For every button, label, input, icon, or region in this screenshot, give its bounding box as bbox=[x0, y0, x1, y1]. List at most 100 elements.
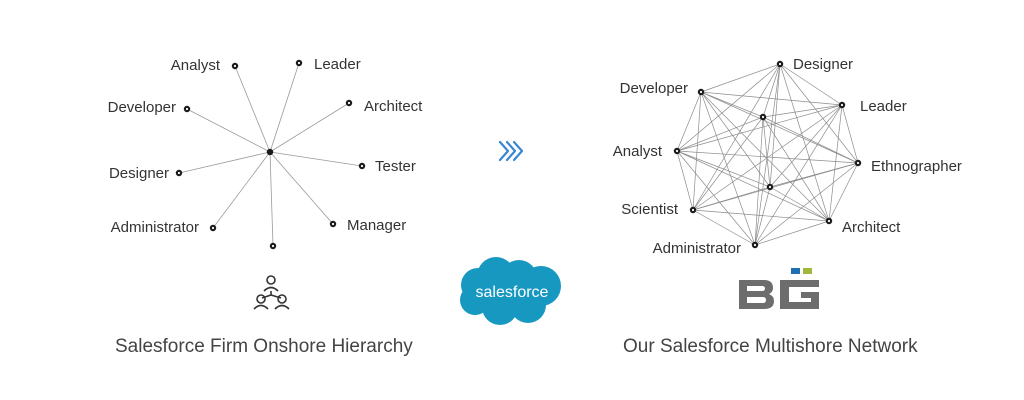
network-edge-8-9 bbox=[762, 116, 771, 188]
hierarchy-label-tester: Tester bbox=[375, 158, 416, 175]
hierarchy-node-dot-designer bbox=[177, 171, 181, 175]
hierarchy-label-manager: Manager bbox=[347, 217, 406, 234]
hierarchy-label-leader: Leader bbox=[314, 56, 361, 73]
network-edge-0-6 bbox=[692, 63, 781, 211]
hierarchy-edge-tester bbox=[269, 151, 363, 167]
hierarchy-edge-administrator bbox=[212, 151, 271, 229]
network-edge-2-3 bbox=[700, 91, 859, 164]
network-caption: Our Salesforce Multishore Network bbox=[623, 336, 918, 357]
network-label-designer: Designer bbox=[793, 56, 853, 73]
hierarchy-node-dot-manager bbox=[331, 222, 335, 226]
network-label-scientist: Scientist bbox=[621, 201, 679, 218]
network-node-dot-designer bbox=[778, 62, 782, 66]
network-edges bbox=[676, 63, 859, 246]
network-node-dot-administrator bbox=[753, 243, 757, 247]
hierarchy-node-dot-unlabeled-8 bbox=[271, 244, 275, 248]
network-edge-5-8 bbox=[762, 116, 830, 222]
network-edge-2-8 bbox=[700, 91, 764, 118]
network-edge-2-6 bbox=[692, 91, 702, 211]
network-label-ethnographer: Ethnographer bbox=[871, 158, 962, 175]
network-edge-3-7 bbox=[754, 162, 859, 246]
network-edge-7-9 bbox=[754, 186, 771, 246]
hierarchy-node-dot-developer bbox=[185, 107, 189, 111]
network-edge-1-3 bbox=[841, 104, 859, 164]
network-edge-7-8 bbox=[754, 116, 764, 246]
network-node-dot-unlabeled-8 bbox=[761, 115, 765, 119]
network-edge-4-6 bbox=[676, 150, 694, 211]
hierarchy-edges bbox=[178, 62, 363, 247]
network-edge-0-8 bbox=[762, 63, 781, 118]
hierarchy-edge-developer bbox=[186, 108, 271, 153]
hierarchy-hub-node bbox=[266, 148, 274, 156]
network-label-analyst: Analyst bbox=[613, 143, 663, 160]
network-edge-6-8 bbox=[692, 116, 764, 211]
hierarchy-node-dot-leader bbox=[297, 61, 301, 65]
network-edge-1-8 bbox=[762, 104, 843, 118]
network-edge-4-8 bbox=[676, 116, 764, 152]
org-chart-icon bbox=[253, 275, 290, 310]
hierarchy-label-analyst: Analyst bbox=[171, 57, 221, 74]
hierarchy-label-administrator: Administrator bbox=[111, 219, 199, 236]
network-node-dot-unlabeled-9 bbox=[768, 185, 772, 189]
chevron-triple-right-icon bbox=[498, 140, 524, 162]
network-edge-1-4 bbox=[676, 104, 843, 152]
salesforce-logo-text: salesforce bbox=[476, 284, 549, 301]
hierarchy-node-dot-analyst bbox=[233, 64, 237, 68]
hierarchy-edge-analyst bbox=[234, 65, 271, 153]
network-node-dot-developer bbox=[699, 90, 703, 94]
hierarchy-edge-leader bbox=[269, 62, 300, 153]
network-edge-1-9 bbox=[769, 104, 843, 188]
network-edge-0-4 bbox=[676, 63, 781, 152]
network-label-leader: Leader bbox=[860, 98, 907, 115]
network-edge-3-9 bbox=[769, 162, 859, 188]
hierarchy-label-architect: Architect bbox=[364, 98, 423, 115]
network-edge-2-4 bbox=[676, 91, 702, 152]
network-edge-0-1 bbox=[779, 63, 843, 106]
network-edge-5-9 bbox=[769, 186, 830, 222]
network-edge-5-6 bbox=[692, 209, 830, 222]
hierarchy-nodes bbox=[175, 59, 366, 250]
hierarchy-node-dot-administrator bbox=[211, 226, 215, 230]
network-edge-6-7 bbox=[692, 209, 756, 246]
bg-company-logo bbox=[739, 268, 819, 309]
hierarchy-edge-architect bbox=[269, 102, 350, 153]
hierarchy-node-dot-tester bbox=[360, 164, 364, 168]
network-edge-4-7 bbox=[676, 150, 756, 246]
network-node-dot-scientist bbox=[691, 208, 695, 212]
hierarchy-label-designer: Designer bbox=[109, 165, 169, 182]
network-edge-3-4 bbox=[676, 150, 859, 164]
network-edge-4-5 bbox=[676, 150, 830, 222]
network-edge-0-5 bbox=[779, 63, 830, 222]
network-edge-0-3 bbox=[779, 63, 859, 164]
hierarchy-edge-unlabeled-8 bbox=[269, 151, 274, 247]
network-label-architect: Architect bbox=[842, 219, 901, 236]
network-node-dot-ethnographer bbox=[856, 161, 860, 165]
network-edge-6-9 bbox=[692, 186, 771, 211]
network-node-dot-leader bbox=[840, 103, 844, 107]
network-edge-5-7 bbox=[754, 220, 830, 246]
network-edge-3-8 bbox=[762, 116, 859, 164]
network-edge-3-5 bbox=[828, 162, 859, 222]
network-edge-0-7 bbox=[754, 63, 781, 246]
network-edge-1-5 bbox=[828, 104, 843, 222]
salesforce-logo: salesforce bbox=[460, 257, 561, 325]
network-edge-2-9 bbox=[700, 91, 771, 188]
network-node-dot-analyst bbox=[675, 149, 679, 153]
hierarchy-label-developer: Developer bbox=[108, 99, 176, 116]
network-label-administrator: Administrator bbox=[653, 240, 741, 257]
network-edge-1-6 bbox=[692, 104, 843, 211]
hierarchy-edge-designer bbox=[178, 151, 271, 174]
network-label-developer: Developer bbox=[620, 80, 688, 97]
network-nodes bbox=[673, 60, 862, 249]
network-edge-1-7 bbox=[754, 104, 843, 246]
network-edge-0-2 bbox=[700, 63, 781, 93]
hierarchy-node-dot-architect bbox=[347, 101, 351, 105]
network-node-dot-architect bbox=[827, 219, 831, 223]
hierarchy-caption: Salesforce Firm Onshore Hierarchy bbox=[115, 336, 413, 357]
network-edge-1-2 bbox=[700, 91, 843, 106]
network-edge-2-7 bbox=[700, 91, 756, 246]
hierarchy-edge-manager bbox=[269, 151, 334, 225]
